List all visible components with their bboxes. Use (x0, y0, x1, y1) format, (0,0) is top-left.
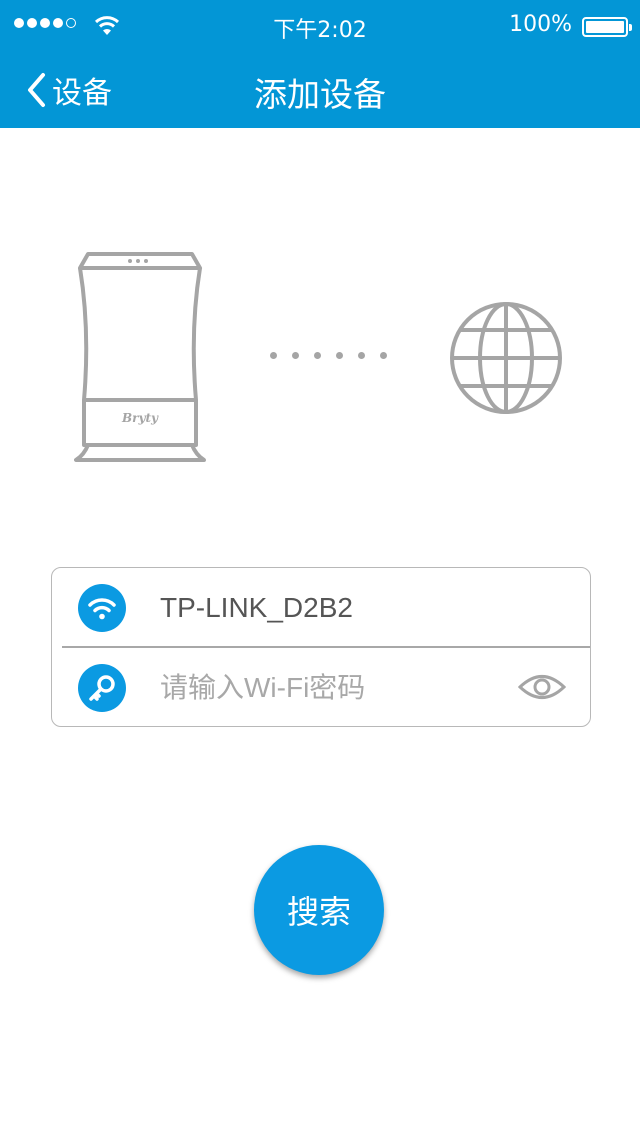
top-bar: 下午2:02 100% 设备 添加设备 (0, 0, 640, 128)
back-button[interactable]: 设备 (26, 68, 112, 112)
ssid-row[interactable]: TP-LINK_D2B2 (52, 568, 590, 647)
wifi-status-icon (94, 14, 120, 40)
page-title: 添加设备 (254, 75, 386, 114)
password-row (52, 648, 590, 727)
humidifier-device-icon: Bryty (74, 250, 206, 469)
back-label: 设备 (52, 76, 112, 111)
status-bar: 下午2:02 100% (0, 0, 640, 43)
ssid-value: TP-LINK_D2B2 (160, 591, 353, 623)
search-button[interactable]: 搜索 (254, 845, 384, 975)
connection-dots (270, 352, 387, 359)
password-input[interactable] (160, 671, 490, 704)
divider (62, 646, 590, 648)
chevron-left-icon (28, 73, 45, 107)
key-icon (78, 663, 126, 712)
battery-percent: 100% (509, 12, 572, 37)
battery-icon (582, 17, 632, 37)
signal-strength-icon (14, 18, 76, 28)
brand-logo: Bryty (121, 411, 159, 425)
eye-icon[interactable] (517, 672, 567, 706)
wifi-icon (78, 583, 126, 632)
clock: 下午2:02 (273, 18, 367, 43)
wifi-form: TP-LINK_D2B2 (51, 567, 591, 727)
globe-icon (448, 300, 564, 420)
